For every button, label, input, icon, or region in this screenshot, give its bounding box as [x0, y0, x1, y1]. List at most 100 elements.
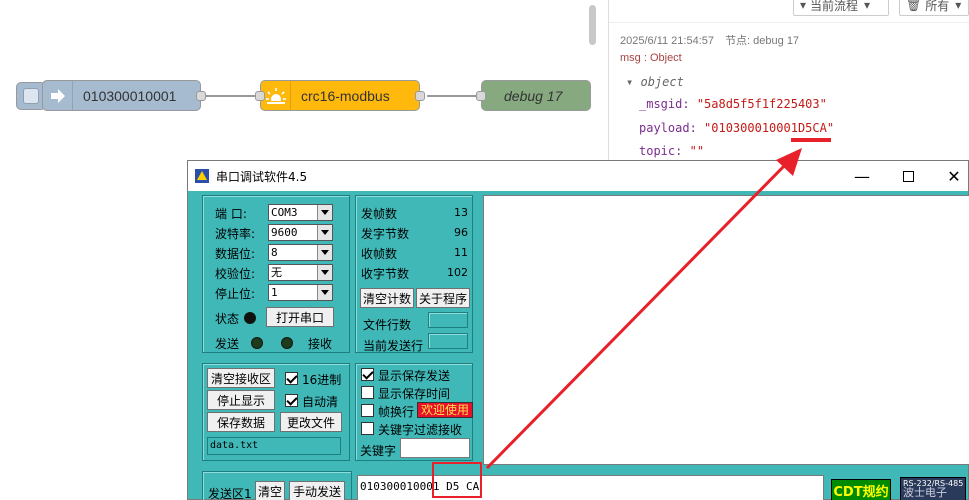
inject-trigger-button[interactable]: [16, 82, 46, 110]
show-save-time-checkbox[interactable]: [361, 386, 374, 399]
workspace-scrollbar[interactable]: [588, 0, 598, 50]
file-lines-field: [428, 312, 468, 328]
hex-label: 16进制: [302, 373, 342, 387]
function-node-label: crc16-modbus: [301, 87, 390, 104]
inject-node[interactable]: 010300010001: [42, 80, 206, 111]
receive-text-area[interactable]: [483, 195, 969, 465]
auto-clear-checkbox[interactable]: [285, 394, 298, 407]
clear-all-label: 所有: [925, 0, 950, 13]
send-row-group: [202, 471, 352, 500]
keyword-input[interactable]: [400, 438, 470, 458]
counters-group: [355, 195, 473, 353]
stopbits-select[interactable]: 1: [268, 284, 333, 301]
maximize-button[interactable]: [885, 161, 931, 191]
databits-select[interactable]: 8: [268, 244, 333, 261]
sent-frames-label: 发帧数: [361, 207, 398, 221]
keyword-filter-label: 关键字过滤接收: [378, 423, 463, 437]
sun-icon: [261, 81, 291, 110]
clear-all-button[interactable]: 🗑 所有 ▾: [899, 0, 969, 16]
object-expander[interactable]: ▾ object: [626, 75, 684, 89]
object-root-label: object: [640, 75, 684, 89]
inject-square-icon: [23, 88, 39, 104]
wire-function-debug: [427, 95, 482, 97]
open-port-button[interactable]: 打开串口: [266, 307, 334, 327]
minimize-button[interactable]: —: [839, 161, 885, 191]
send-text-input[interactable]: 010300010001 D5 CA: [357, 475, 824, 500]
clear-count-button[interactable]: 清空计数: [360, 288, 414, 308]
show-save-send-checkbox[interactable]: [361, 368, 374, 381]
caret-down-icon: ▾: [864, 0, 871, 12]
show-save-send-label: 显示保存发送: [378, 369, 451, 383]
port-label: 端 口:: [215, 207, 247, 221]
frame-newline-checkbox[interactable]: [361, 404, 374, 417]
recv-frames-value: 11: [454, 246, 468, 259]
window-title: 串口调试软件4.5: [216, 169, 308, 184]
debug-input-port[interactable]: [476, 91, 486, 101]
maximize-icon: [902, 170, 914, 182]
window-titlebar[interactable]: 串口调试软件4.5 — ✕: [188, 161, 968, 191]
baud-label: 波特率:: [215, 227, 256, 241]
function-node[interactable]: crc16-modbus: [255, 80, 425, 111]
recv-led: [281, 337, 293, 349]
inject-arrow-icon: [43, 81, 73, 110]
stop-display-button[interactable]: 停止显示: [207, 390, 275, 410]
parity-select[interactable]: 无: [268, 264, 333, 281]
filter-flow-label: 当前流程: [810, 0, 859, 13]
sent-bytes-label: 发字节数: [361, 227, 410, 241]
filter-icon: ▾: [800, 0, 807, 12]
filter-flow-button[interactable]: ▾ 当前流程 ▾: [793, 0, 889, 16]
minimize-icon: —: [854, 166, 870, 186]
keyword-filter-checkbox[interactable]: [361, 422, 374, 435]
welcome-badge: 欢迎使用: [417, 402, 474, 418]
app-icon: [194, 168, 210, 184]
close-button[interactable]: ✕: [931, 161, 969, 191]
receive-options-group: [202, 363, 350, 461]
sent-bytes-value: 96: [454, 226, 468, 239]
hex-checkbox[interactable]: [285, 372, 298, 385]
auto-clear-label: 自动清: [302, 395, 339, 409]
trash-icon: 🗑: [906, 0, 922, 12]
file-name-field: data.txt: [207, 437, 341, 455]
send-indicator-label: 发送: [215, 337, 240, 351]
keyword-label: 关键字: [360, 444, 397, 458]
debug-msg-type: msg : Object: [620, 52, 682, 64]
stopbits-label: 停止位:: [215, 287, 256, 301]
debug-node-link[interactable]: 节点: debug 17: [725, 35, 800, 47]
manual-send-button[interactable]: 手动发送: [289, 481, 345, 500]
expand-triangle-icon: ▾: [626, 75, 634, 89]
sent-frames-value: 13: [454, 206, 468, 219]
cdt-protocol-button[interactable]: CDT规约: [831, 479, 891, 500]
frame-newline-label: 帧换行: [378, 405, 415, 419]
clear-send-button[interactable]: 清空: [255, 481, 285, 500]
baud-select[interactable]: 9600: [268, 224, 333, 241]
debug-meta: 2025/6/11 21:54:57 节点: debug 17: [620, 32, 799, 48]
clear-recv-button[interactable]: 清空接收区: [207, 368, 275, 388]
crc-highlight-box: [432, 462, 482, 498]
prop-payload: payload: "010300010001D5CA": [639, 121, 835, 135]
debug-node[interactable]: debug 17: [476, 80, 591, 111]
inject-node-label: 010300010001: [83, 87, 177, 104]
prop-msgid: _msgid: "5a8d5f5f1f225403": [639, 97, 827, 111]
file-lines-label: 文件行数: [363, 318, 412, 332]
save-data-button[interactable]: 保存数据: [207, 412, 275, 432]
function-input-port[interactable]: [255, 91, 265, 101]
parity-label: 校验位:: [215, 267, 256, 281]
recv-bytes-label: 收字节数: [361, 267, 410, 281]
wire-inject-function: [205, 95, 260, 97]
close-icon: ✕: [947, 166, 961, 186]
status-label: 状态: [215, 312, 240, 326]
debug-node-label: debug 17: [504, 87, 563, 104]
inject-output-port[interactable]: [196, 91, 206, 101]
databits-label: 数据位:: [215, 247, 256, 261]
port-select[interactable]: COM3: [268, 204, 333, 221]
debug-timestamp: 2025/6/11 21:54:57: [620, 35, 714, 47]
about-button[interactable]: 关于程序: [416, 288, 470, 308]
change-file-button[interactable]: 更改文件: [280, 412, 342, 432]
function-output-port[interactable]: [415, 91, 425, 101]
recv-bytes-value: 102: [447, 266, 468, 279]
current-line-field: [428, 333, 468, 349]
show-save-time-label: 显示保存时间: [378, 387, 451, 401]
payload-crc-underline: [791, 138, 831, 142]
